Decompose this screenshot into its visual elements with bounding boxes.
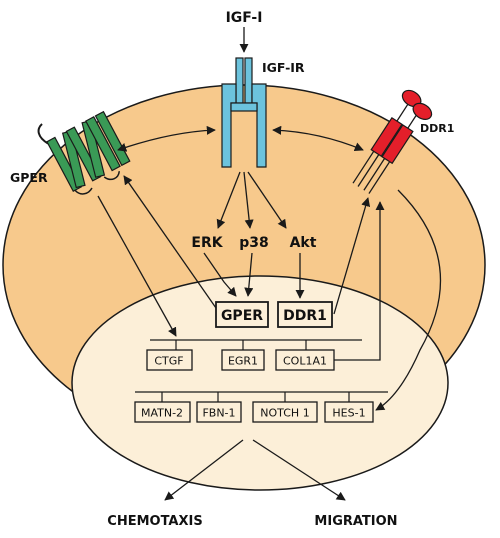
nuclear-gper-box <box>215 301 269 328</box>
igf1r-ddr1-crosstalk <box>272 125 364 152</box>
genes-row1-bracket <box>150 339 362 350</box>
gene-fbn1: FBN-1 <box>202 407 235 420</box>
igf1r-to-erk-arrow <box>216 171 241 229</box>
nuclear-ddr1-box <box>277 301 333 328</box>
gper-to-ctgf-arrow <box>97 195 177 337</box>
igf1r-to-akt-arrow <box>247 171 287 229</box>
outcome-chemotaxis: CHEMOTAXIS <box>107 514 202 529</box>
kinase-p38: p38 <box>239 235 269 251</box>
gene-matn2-box <box>134 401 191 423</box>
nucleus <box>71 275 449 491</box>
nuclear-ddr1-label: DDR1 <box>283 308 327 324</box>
igf1r-label: IGF-IR <box>262 60 305 75</box>
igf1-label: IGF-I <box>226 10 263 26</box>
to-migration-arrow <box>252 439 346 501</box>
igf1r-receptor <box>221 57 267 168</box>
erk-to-gper-arrow <box>203 252 237 297</box>
gene-ctgf-box <box>146 349 193 371</box>
kinase-erk: ERK <box>191 235 223 251</box>
gper-label: GPER <box>10 170 48 185</box>
gene-notch1-box <box>252 401 318 423</box>
ddr1-label: DDR1 <box>420 122 454 135</box>
nuclear-gper-label: GPER <box>221 308 263 324</box>
genes-row2-bracket <box>135 391 388 402</box>
gper-igf1r-crosstalk <box>117 125 216 152</box>
igf1r-to-p38-arrow <box>243 171 254 229</box>
to-chemotaxis-arrow <box>164 439 244 501</box>
col1a1-to-ddr1-arrow <box>334 201 385 361</box>
gene-ctgf: CTGF <box>154 355 183 368</box>
p38-to-gper-arrow <box>244 252 254 297</box>
gper-receptor <box>37 110 131 195</box>
ddr1-receptor <box>352 89 433 194</box>
kinase-akt: Akt <box>290 235 317 251</box>
gene-col1a1: COL1A1 <box>283 355 327 368</box>
gene-fbn1-box <box>196 401 242 423</box>
nuclear-gper-to-membrane-arrow <box>123 175 217 309</box>
gene-matn2: MATN-2 <box>141 407 183 420</box>
outcome-migration: MIGRATION <box>314 514 397 529</box>
ddr1-to-hes1-arrow <box>375 189 442 411</box>
gene-notch1: NOTCH 1 <box>260 407 309 420</box>
gene-egr1: EGR1 <box>228 355 258 368</box>
gene-hes1-box <box>324 401 374 423</box>
nuclear-ddr1-to-membrane-arrow <box>333 197 371 315</box>
gene-hes1: HES-1 <box>332 407 365 420</box>
gene-egr1-box <box>221 349 265 371</box>
